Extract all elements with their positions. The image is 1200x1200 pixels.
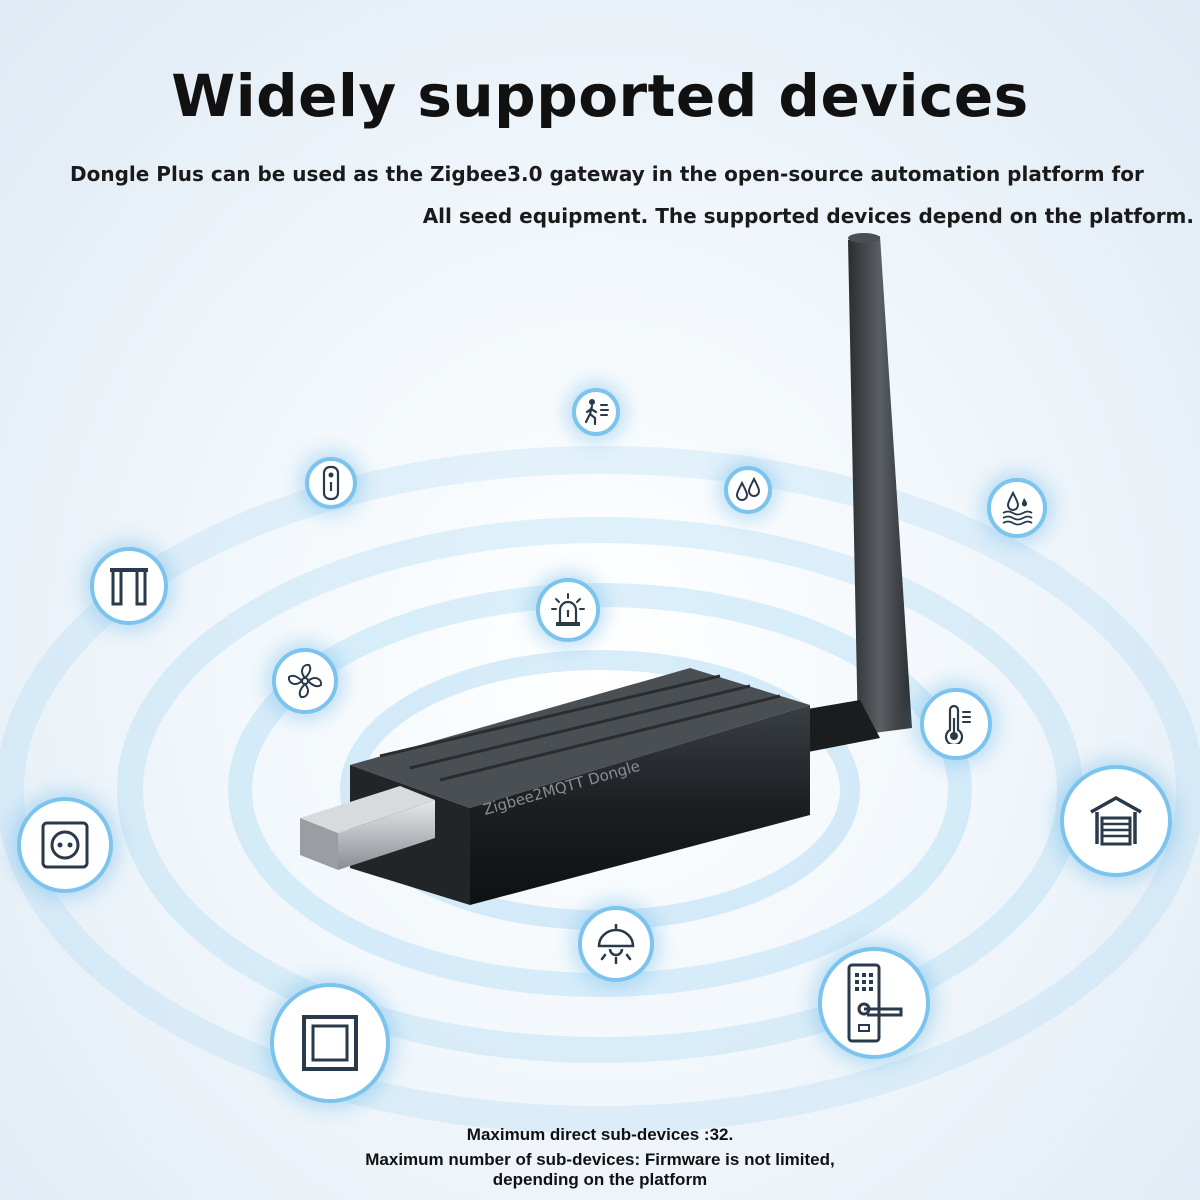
thermometer-icon bbox=[944, 704, 971, 744]
fan-circle bbox=[272, 648, 338, 714]
antenna bbox=[790, 233, 912, 752]
thermometer-circle bbox=[920, 688, 992, 760]
footer-line-1: Maximum direct sub-devices :32. bbox=[466, 1125, 734, 1144]
water-leak-circle bbox=[724, 466, 772, 514]
ceiling-light-circle bbox=[578, 906, 654, 982]
smart-lock-icon bbox=[847, 963, 903, 1043]
wall-switch-circle bbox=[270, 983, 390, 1103]
siren-icon bbox=[551, 593, 585, 626]
humidity-sensor-circle bbox=[987, 478, 1047, 538]
curtain-icon bbox=[110, 568, 148, 606]
subtitle-line-2: All seed equipment. The supported device… bbox=[422, 204, 1194, 228]
motion-sensor-circle bbox=[572, 388, 620, 436]
wall-socket-icon bbox=[41, 821, 89, 869]
footer-line-2: Maximum number of sub-devices: Firmware … bbox=[365, 1150, 835, 1169]
door-sensor-circle bbox=[305, 457, 357, 509]
humidity-sensor-icon bbox=[1002, 490, 1033, 526]
siren-circle bbox=[536, 578, 600, 642]
subtitle-line-1: Dongle Plus can be used as the Zigbee3.0… bbox=[70, 162, 1144, 186]
page-title: Widely supported devices bbox=[171, 62, 1029, 130]
footer-line-3: depending on the platform bbox=[492, 1170, 708, 1189]
fan-icon bbox=[287, 663, 323, 699]
motion-sensor-icon bbox=[584, 399, 609, 426]
water-leak-icon bbox=[735, 476, 761, 501]
garage-door-circle bbox=[1060, 765, 1172, 877]
wall-socket-circle bbox=[17, 797, 113, 893]
ceiling-light-icon bbox=[597, 924, 635, 965]
smart-lock-circle bbox=[818, 947, 930, 1059]
door-sensor-icon bbox=[322, 465, 340, 501]
garage-door-icon bbox=[1090, 795, 1142, 846]
wall-switch-icon bbox=[302, 1015, 358, 1071]
curtain-circle bbox=[90, 547, 168, 625]
usb-dongle: Zigbee2MQTT Dongle bbox=[300, 668, 810, 905]
